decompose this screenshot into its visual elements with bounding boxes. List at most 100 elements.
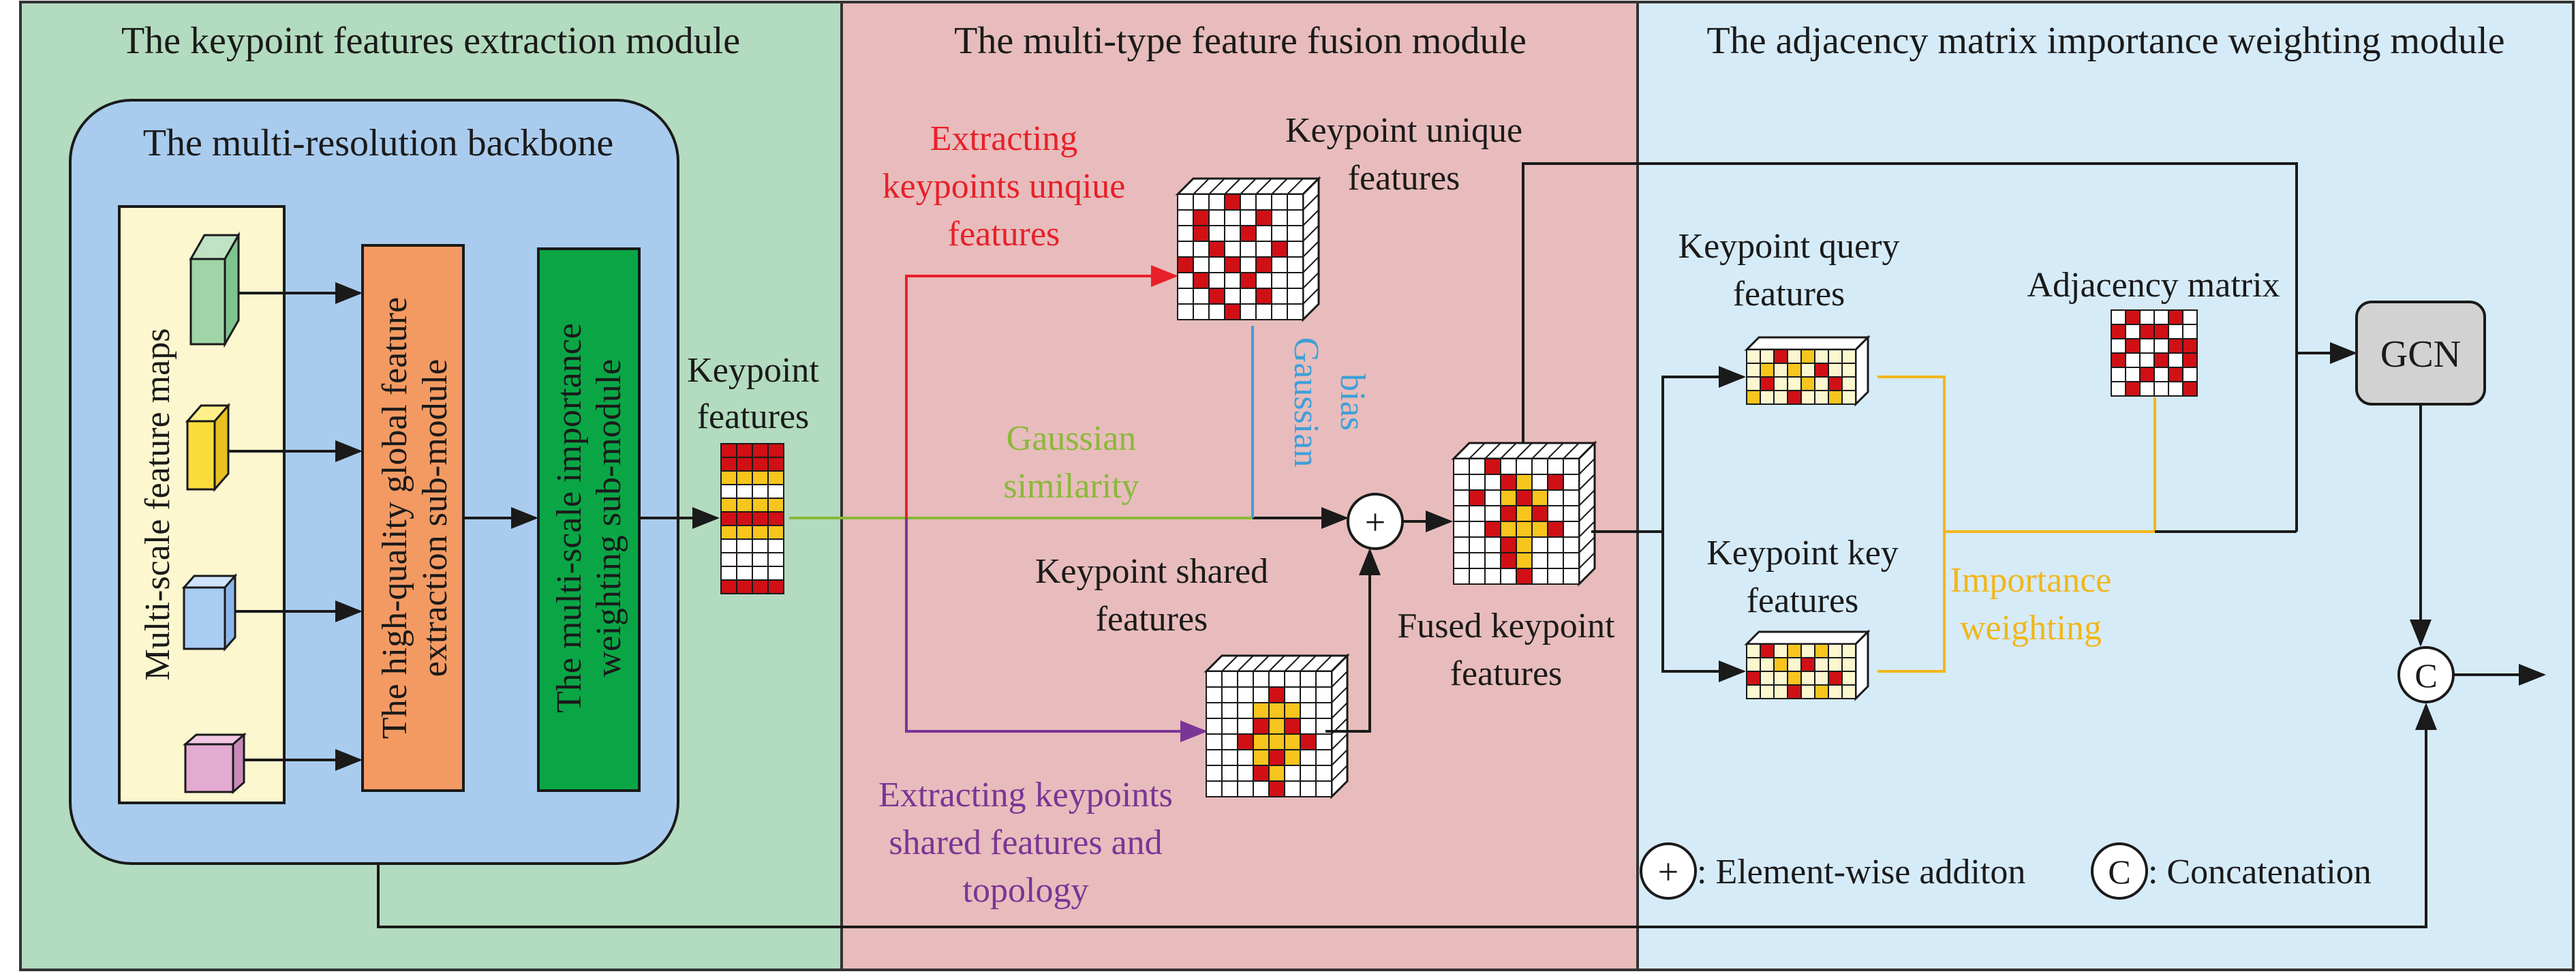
unique-cube-side-line [1302, 241, 1319, 258]
keypoint-vector-cell [720, 552, 737, 567]
query-slab-cell [1787, 363, 1802, 378]
unique-cube-cell [1208, 225, 1225, 242]
query-slab-cell [1841, 349, 1856, 364]
adjacency-cell [2111, 381, 2126, 397]
shared-cube-cell [1237, 780, 1254, 797]
query-slab-cell [1814, 349, 1829, 364]
key-slab-side-face [1854, 629, 1869, 701]
adjacency-cell [2153, 367, 2169, 382]
query-slab-cell [1773, 376, 1788, 391]
fused-cube-cell [1453, 505, 1470, 522]
key-features-label-1: Keypoint key [1706, 534, 1899, 573]
shared-cube-cell [1268, 733, 1285, 750]
shared-cube-cell [1253, 671, 1270, 688]
fused-cube-cell [1484, 505, 1501, 522]
keypoint-vector-cell [767, 498, 784, 513]
query-slab-cell [1814, 363, 1829, 378]
shared-cube-top-line [1253, 655, 1270, 672]
key-slab-cell [1746, 671, 1761, 686]
query-slab-cell [1746, 349, 1761, 364]
shared-cube-cell [1300, 765, 1317, 782]
shared-cube-cell [1253, 718, 1270, 735]
shared-cube-cell [1284, 686, 1301, 703]
shared-cube-cell [1300, 718, 1317, 735]
keypoint-vector-cell [720, 443, 737, 458]
shared-features-label-2: features [1096, 600, 1208, 639]
adjacency-cell [2139, 381, 2155, 397]
unique-cube-cell [1208, 303, 1225, 320]
fused-cube-cell [1547, 489, 1564, 506]
legend-add-glyph: + [1658, 851, 1678, 892]
adjacency-cell [2153, 352, 2169, 368]
shared-cube-cell [1206, 671, 1223, 688]
fused-cube-cell [1484, 489, 1501, 506]
gaussian-similarity-label-2: similarity [1003, 467, 1139, 506]
unique-features-cube [1175, 176, 1321, 322]
unique-cube-cell [1271, 209, 1288, 226]
adjacency-cell [2182, 309, 2198, 325]
adjacency-cell [2168, 309, 2183, 325]
shared-cube-cell [1253, 749, 1270, 766]
keypoint-features-label-2: features [697, 397, 810, 436]
query-slab-cell [1814, 376, 1829, 391]
shared-cube-cell [1268, 765, 1285, 782]
global-submodule-line1: The high-quality global feature [375, 297, 414, 739]
keypoint-vector-cell [720, 457, 737, 472]
unique-cube-cell [1224, 256, 1241, 273]
fused-cube-cell [1500, 505, 1517, 522]
keypoint-vector-cell [767, 443, 784, 458]
unique-cube-cell [1240, 209, 1257, 226]
unique-cube-cell [1224, 288, 1241, 305]
fused-cube-cell [1531, 505, 1548, 522]
unique-cube-top-line [1271, 178, 1288, 195]
unique-cube-top-line [1287, 178, 1304, 195]
query-slab-cell [1760, 376, 1775, 391]
query-slab-cell [1746, 376, 1761, 391]
query-slab-cell [1800, 376, 1815, 391]
adjacency-cell [2182, 367, 2198, 382]
adjacency-cell [2182, 324, 2198, 339]
importance-weighting-label-1: Importance [1950, 561, 2112, 600]
key-features-slab [1744, 629, 1871, 701]
keypoint-vector-cell [767, 579, 784, 594]
keypoint-vector-cell [752, 511, 769, 526]
keypoint-vector-cell [767, 511, 784, 526]
fused-cube-side-line [1578, 458, 1595, 475]
fused-cube-cell [1547, 521, 1564, 538]
unique-cube-side-line [1302, 209, 1319, 226]
feature-map-cube-blue [181, 573, 238, 652]
keypoint-vector-cell [767, 538, 784, 553]
fused-cube-cell [1453, 536, 1470, 553]
adjacency-cell [2139, 309, 2155, 325]
gaussian-bias-label-2: bias [1333, 373, 1372, 431]
keypoint-vector-cell [736, 443, 753, 458]
shared-cube-cell [1237, 671, 1254, 688]
shared-cube-cell [1221, 765, 1238, 782]
unique-cube-top-line [1240, 178, 1257, 195]
key-slab-cell [1773, 657, 1788, 672]
shared-cube-cell [1237, 702, 1254, 719]
split-to-query [1661, 366, 1746, 532]
unique-branch-label-3: features [948, 215, 1060, 254]
fused-cube-cell [1547, 505, 1564, 522]
gaussian-similarity-label-1: Gaussian [1007, 419, 1137, 458]
key-slab-cell [1841, 684, 1856, 699]
legend-concat-text: : Concatenation [2148, 853, 2372, 891]
extraction-module-title: The keypoint features extraction module [121, 20, 740, 62]
unique-cube-cell [1240, 272, 1257, 289]
query-slab-cell [1828, 349, 1843, 364]
unique-cube-cell [1287, 256, 1304, 273]
query-slab-cell [1773, 349, 1788, 364]
shared-cube-cell [1268, 718, 1285, 735]
fused-cube-cell [1516, 536, 1533, 553]
adjacency-cell [2168, 352, 2183, 368]
fused-cube-cell [1484, 474, 1501, 491]
shared-cube-top-line [1300, 655, 1317, 672]
query-slab-cell [1841, 390, 1856, 405]
shared-cube-cell [1315, 749, 1332, 766]
shared-cube-cell [1206, 686, 1223, 703]
keypoint-features-label-1: Keypoint [687, 351, 819, 390]
unique-cube-cell [1193, 194, 1210, 211]
adjacency-cell [2125, 381, 2141, 397]
adjacency-cell [2182, 352, 2198, 368]
